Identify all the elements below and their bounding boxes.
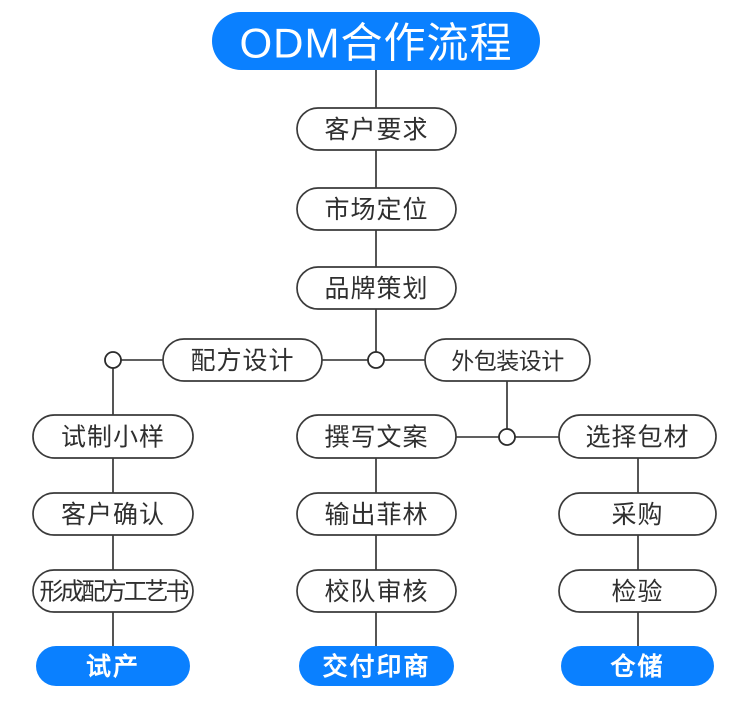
node-customer-requirement[interactable]: 客户要求 [296,107,457,151]
node-output-film-label: 输出菲林 [324,501,428,529]
node-warehouse-shape [561,646,714,686]
node-write-copy-label: 撰写文案 [324,424,428,452]
node-output-film[interactable]: 输出菲林 [296,492,457,536]
node-brand-planning-label: 品牌策划 [324,275,428,303]
node-outer-package-design-shape [424,338,591,382]
node-purchase-label: 采购 [611,501,663,529]
node-trial-production-shape [36,646,190,686]
node-warehouse[interactable]: 仓储 [561,646,714,686]
node-formula-design[interactable]: 配方设计 [162,338,323,382]
node-formula-design-label: 配方设计 [190,347,294,375]
node-outer-package-design-label: 外包装设计 [451,348,564,374]
node-trial-production[interactable]: 试产 [36,646,190,686]
node-write-copy[interactable]: 撰写文案 [296,414,457,459]
node-trial-sample[interactable]: 试制小样 [32,414,194,459]
node-proof-review-label: 校队审核 [324,578,428,606]
node-formula-process-doc[interactable]: 形成配方工艺书 [32,569,194,613]
node-deliver-printer[interactable]: 交付印商 [299,646,454,686]
node-trial-sample-label: 试制小样 [61,424,165,452]
node-output-film-shape [296,492,457,536]
node-formula-process-doc-shape [32,569,194,613]
node-deliver-printer-label: 交付印商 [322,652,430,681]
junction-dot-center [367,351,385,369]
node-purchase[interactable]: 采购 [558,492,717,536]
node-customer-requirement-shape [296,107,457,151]
node-select-packaging-shape [558,414,717,459]
node-inspection-label: 检验 [611,578,663,606]
title-pill [212,12,540,70]
node-customer-confirm[interactable]: 客户确认 [32,492,194,536]
node-trial-production-label: 试产 [86,653,140,681]
title-node: ODM合作流程 [212,12,540,70]
node-select-packaging-label: 选择包材 [585,424,689,452]
node-market-positioning-label: 市场定位 [324,196,428,224]
node-purchase-shape [558,492,717,536]
node-formula-design-shape [162,338,323,382]
node-customer-requirement-label: 客户要求 [324,116,428,144]
node-deliver-printer-shape [299,646,454,686]
node-formula-process-doc-label: 形成配方工艺书 [40,579,189,606]
node-proof-review[interactable]: 校队审核 [296,569,457,613]
junction-dot-left [104,351,122,369]
node-proof-review-shape [296,569,457,613]
node-brand-planning[interactable]: 品牌策划 [296,266,457,310]
node-customer-confirm-label: 客户确认 [61,501,165,529]
node-market-positioning[interactable]: 市场定位 [296,187,457,231]
node-brand-planning-shape [296,266,457,310]
node-warehouse-label: 仓储 [609,652,664,681]
node-outer-package-design[interactable]: 外包装设计 [424,338,591,382]
node-trial-sample-shape [32,414,194,459]
title-label: ODM合作流程 [240,20,513,67]
node-inspection-shape [558,569,717,613]
node-select-packaging[interactable]: 选择包材 [558,414,717,459]
node-customer-confirm-shape [32,492,194,536]
node-market-positioning-shape [296,187,457,231]
node-write-copy-shape [296,414,457,459]
node-inspection[interactable]: 检验 [558,569,717,613]
junction-dot-right [498,428,516,446]
